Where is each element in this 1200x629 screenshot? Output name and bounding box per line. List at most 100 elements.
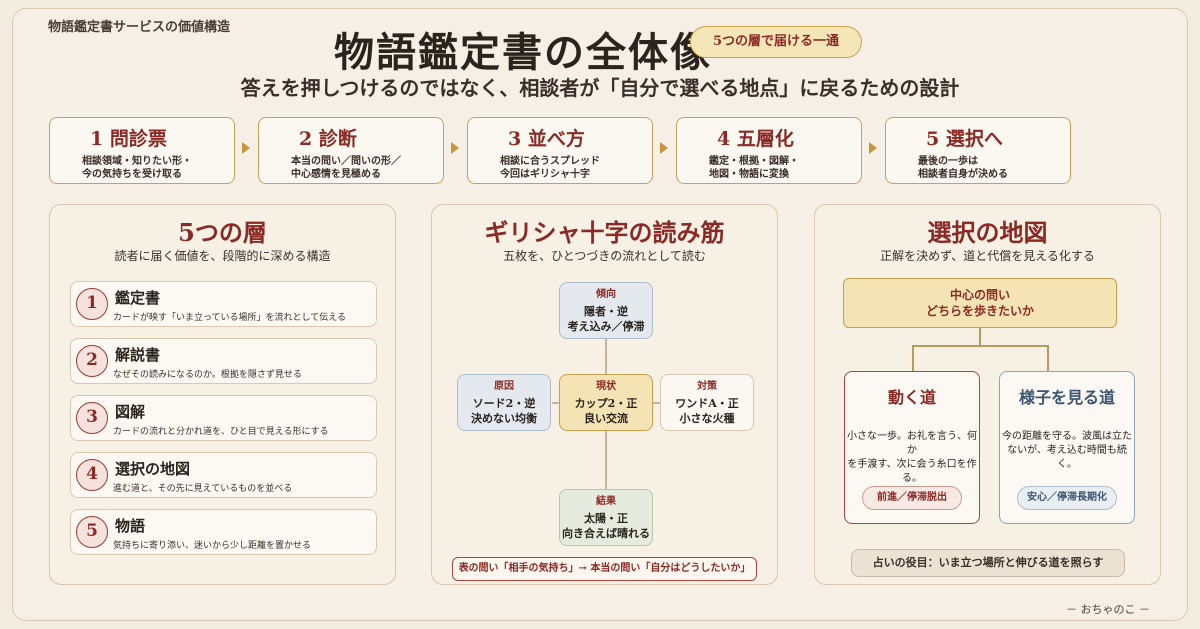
step-desc-line: 本当の問い／問いの形／ <box>291 156 401 167</box>
step-arrow-icon <box>660 142 668 154</box>
map-subtitle: 正解を決めず、道と代償を見える化する <box>880 249 1095 263</box>
card-label: 傾向 <box>596 289 616 300</box>
layer-name: 選択の地図 <box>115 460 191 478</box>
step-desc-line: 今の気持ちを受け取る <box>82 169 182 180</box>
layer-desc: なぜその読みになるのか。根拠を隠さず見せる <box>113 370 302 380</box>
step-5: 5 選択へ 最後の一歩は 相談者自身が決める <box>885 117 1071 184</box>
card-label: 現状 <box>596 381 616 392</box>
cross-subtitle: 五枚を、ひとつづきの流れとして読む <box>503 249 706 263</box>
layer-number: 3 <box>76 402 108 434</box>
card-line: 良い交流 <box>584 412 628 425</box>
step-desc-line: 中心感情を見極める <box>291 169 381 180</box>
step-desc-line: 最後の一歩は <box>918 156 978 167</box>
path-desc-line: を手渡す、次に会う糸口を作る。 <box>847 459 977 484</box>
layer-number: 1 <box>76 288 108 320</box>
step-desc-line: 今回はギリシャ十字 <box>500 169 590 180</box>
card-line: 決めない均衡 <box>471 412 537 425</box>
layer-name: 図解 <box>115 403 146 421</box>
card-line: ソード2・逆 <box>472 397 536 410</box>
center-question-text: どちらを歩きたいか <box>925 304 1034 318</box>
card-line: ワンドA・正 <box>675 397 739 410</box>
step-title: 2 診断 <box>299 128 357 150</box>
card-label: 原因 <box>494 381 514 392</box>
step-desc-line: 相談領域・知りたい形・ <box>82 156 192 167</box>
path-desc: 今の距離を守る。波風は立た ないが、考え込む時間も続く。 <box>1000 430 1134 472</box>
path-title: 動く道 <box>887 388 936 407</box>
path-title: 様子を見る道 <box>1018 388 1115 407</box>
layer-item: 3 図解 カードの流れと分かれ道を、ひと目で見える形にする <box>70 395 377 441</box>
step-3: 3 並べ方 相談に合うスプレッド 今回はギリシャ十字 <box>467 117 653 184</box>
step-1: 1 問診票 相談領域・知りたい形・ 今の気持ちを受け取る <box>49 117 235 184</box>
tree-connector <box>979 328 981 346</box>
step-desc-line: 地図・物語に変換 <box>709 169 789 180</box>
layer-name: 解説書 <box>115 346 161 364</box>
card-line: 太陽・正 <box>584 512 628 525</box>
layer-number: 5 <box>76 516 108 548</box>
step-arrow-icon <box>242 142 250 154</box>
card-line: 隠者・逆 <box>584 305 628 318</box>
layer-desc: 気持ちに寄り添い、迷いから少し距離を置かせる <box>113 541 312 551</box>
layer-item: 4 選択の地図 進む道と、その先に見えているものを並べる <box>70 452 377 498</box>
map-title: 選択の地図 <box>927 218 1048 247</box>
layer-number: 2 <box>76 345 108 377</box>
step-arrow-icon <box>869 142 877 154</box>
tree-connector <box>912 345 914 371</box>
step-desc: 鑑定・根拠・図解・ 地図・物語に変換 <box>709 155 799 181</box>
step-desc: 本当の問い／問いの形／ 中心感情を見極める <box>291 155 401 181</box>
cross-title: ギリシャ十字の読み筋 <box>484 218 725 247</box>
title-badge: 5つの層で届ける一通 <box>690 26 862 58</box>
card-result: 結果 太陽・正 向き合えば晴れる <box>559 489 653 546</box>
layers-title: 5つの層 <box>178 218 267 247</box>
layer-name: 物語 <box>115 517 146 535</box>
card-present: 現状 カップ2・正 良い交流 <box>559 374 653 431</box>
corner-label: 物語鑑定書サービスの価値構造 <box>48 20 231 35</box>
reading-note: 表の問い「相手の気持ち」→ 本当の問い「自分はどうしたいか」 <box>452 557 757 581</box>
step-desc: 相談に合うスプレッド 今回はギリシャ十字 <box>500 155 600 181</box>
step-desc-line: 相談者自身が決める <box>918 169 1008 180</box>
layer-name: 鑑定書 <box>115 289 161 307</box>
center-question: 中心の問い どちらを歩きたいか <box>843 278 1117 328</box>
layer-desc: カードが映す「いま立っている場所」を流れとして伝える <box>113 313 347 323</box>
path-badge: 前進／停滞脱出 <box>862 486 962 510</box>
step-arrow-icon <box>451 142 459 154</box>
card-tendency: 傾向 隠者・逆 考え込み／停滞 <box>559 282 653 339</box>
path-desc-line: ないが、考え込む時間も続く。 <box>1007 445 1127 470</box>
layer-number: 4 <box>76 459 108 491</box>
map-panel: 選択の地図 正解を決めず、道と代償を見える化する 中心の問い どちらを歩きたいか… <box>814 204 1161 585</box>
signature: － おちゃのこ － <box>1066 603 1150 616</box>
page-subtitle: 答えを押しつけるのではなく、相談者が「自分で選べる地点」に戻るための設計 <box>240 76 960 100</box>
path-badge: 安心／停滞長期化 <box>1017 486 1117 510</box>
path-move: 動く道 小さな一歩。お礼を言う、何か を手渡す、次に会う糸口を作る。 前進／停滞… <box>844 371 980 524</box>
card-line: 小さな火種 <box>679 412 735 425</box>
step-4: 4 五層化 鑑定・根拠・図解・ 地図・物語に変換 <box>676 117 862 184</box>
layer-item: 2 解説書 なぜその読みになるのか。根拠を隠さず見せる <box>70 338 377 384</box>
cross-panel: ギリシャ十字の読み筋 五枚を、ひとつづきの流れとして読む 傾向 隠者・逆 考え込… <box>431 204 778 585</box>
step-title: 5 選択へ <box>926 128 1003 150</box>
center-question-label: 中心の問い <box>949 288 1010 302</box>
layer-item: 5 物語 気持ちに寄り添い、迷いから少し距離を置かせる <box>70 509 377 555</box>
path-desc: 小さな一歩。お礼を言う、何か を手渡す、次に会う糸口を作る。 <box>845 430 979 486</box>
card-line: 向き合えば晴れる <box>562 527 650 540</box>
step-desc-line: 鑑定・根拠・図解・ <box>709 156 799 167</box>
step-2: 2 診断 本当の問い／問いの形／ 中心感情を見極める <box>258 117 444 184</box>
step-desc: 最後の一歩は 相談者自身が決める <box>918 155 1008 181</box>
card-label: 結果 <box>596 496 616 507</box>
layers-panel: 5つの層 読者に届く価値を、段階的に深める構造 1 鑑定書 カードが映す「いま立… <box>49 204 396 585</box>
layer-desc: カードの流れと分かれ道を、ひと目で見える形にする <box>113 427 329 437</box>
step-desc: 相談領域・知りたい形・ 今の気持ちを受け取る <box>82 155 192 181</box>
tree-connector <box>912 345 1048 347</box>
card-cause: 原因 ソード2・逆 決めない均衡 <box>457 374 551 431</box>
role-note: 占いの役目：いま立つ場所と伸びる道を照らす <box>851 549 1125 577</box>
step-desc-line: 相談に合うスプレッド <box>500 156 600 167</box>
step-title: 3 並べ方 <box>508 128 585 150</box>
path-desc-line: 小さな一歩。お礼を言う、何か <box>847 431 977 456</box>
step-title: 4 五層化 <box>717 128 794 150</box>
page-title: 物語鑑定書の全体像 <box>334 29 712 76</box>
layer-desc: 進む道と、その先に見えているものを並べる <box>113 484 293 494</box>
card-remedy: 対策 ワンドA・正 小さな火種 <box>660 374 754 431</box>
card-label: 対策 <box>697 381 717 392</box>
layers-subtitle: 読者に届く価値を、段階的に深める構造 <box>114 249 331 263</box>
path-wait: 様子を見る道 今の距離を守る。波風は立た ないが、考え込む時間も続く。 安心／停… <box>999 371 1135 524</box>
path-desc-line: 今の距離を守る。波風は立た <box>1002 431 1132 442</box>
tree-connector <box>1047 345 1049 371</box>
